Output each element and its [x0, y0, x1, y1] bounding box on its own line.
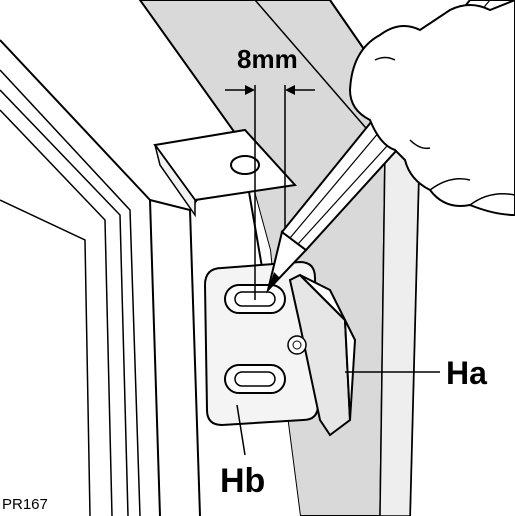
hand-icon — [348, 0, 515, 217]
mounting-plate-hb — [203, 260, 320, 427]
top-bracket — [153, 128, 297, 218]
measurement-label: 8mm — [237, 44, 298, 74]
figure-code: PR167 — [2, 496, 48, 513]
hinge-part-ha — [287, 273, 357, 437]
dimension-marker — [225, 85, 315, 300]
part-label-ha: Ha — [446, 355, 487, 391]
part-label-hb: Hb — [220, 462, 266, 500]
leader-line-hb — [236, 404, 246, 456]
